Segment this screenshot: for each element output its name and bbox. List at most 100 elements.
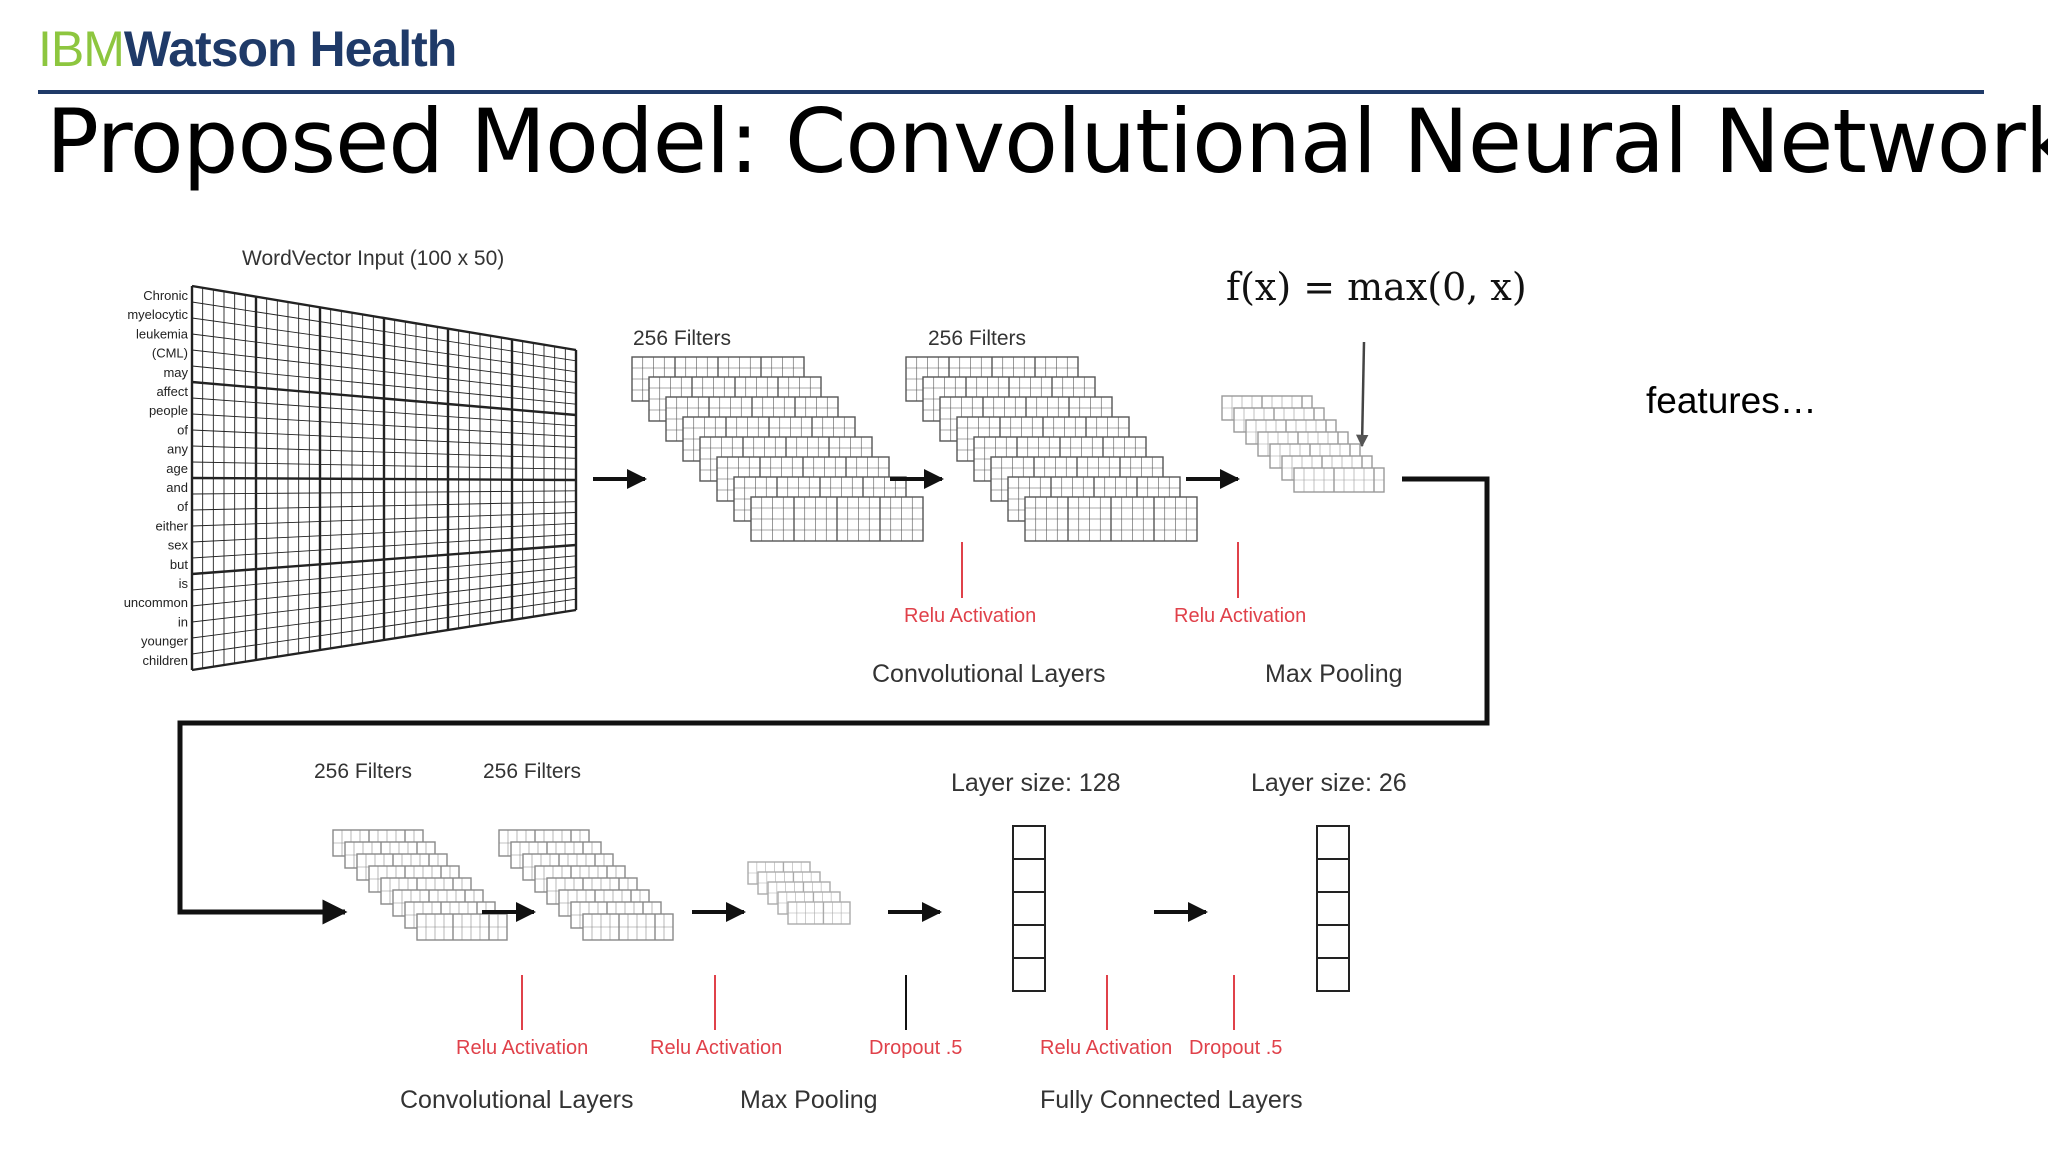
input-word-label: uncommon <box>124 595 188 610</box>
input-word-label: sex <box>168 538 189 553</box>
input-word-label: Chronic <box>143 288 188 303</box>
relu-label-row2-c: Relu Activation <box>1040 1037 1172 1059</box>
conv-filter-stack-4 <box>498 829 674 941</box>
filter-map <box>787 901 851 925</box>
grid-row-line <box>191 533 577 559</box>
fc-neuron <box>1316 825 1350 860</box>
input-word-label: any <box>167 442 188 457</box>
relu-label-row1-a: Relu Activation <box>904 605 1036 627</box>
fc-neuron <box>1012 891 1046 926</box>
grid-row-line <box>191 608 577 672</box>
formula-pointer-arrow <box>1355 341 1369 448</box>
filter-map <box>582 913 674 941</box>
slide-title: Proposed Model: Convolutional Neural Net… <box>46 90 2048 193</box>
fc-neuron <box>1012 825 1046 860</box>
fully-connected-label: Fully Connected Layers <box>1040 1086 1303 1114</box>
grid-row-line <box>191 587 577 639</box>
input-word-label: of <box>177 422 188 437</box>
fc-layer-128 <box>1012 825 1046 992</box>
grid-row-line <box>191 577 577 623</box>
input-word-label: and <box>166 480 188 495</box>
grid-row-line <box>191 284 577 352</box>
input-label: WordVector Input (100 x 50) <box>242 247 504 270</box>
grid-row-line <box>191 522 577 543</box>
conv-layers-label-row2: Convolutional Layers <box>400 1086 633 1114</box>
filter-map <box>416 913 508 941</box>
grid-row-line <box>191 490 577 495</box>
relu-formula: f(x) = max(0, x) <box>1226 265 1527 309</box>
grid-row-line <box>191 429 577 448</box>
filters-label-1: 256 Filters <box>633 327 731 350</box>
grid-row-line <box>191 397 577 427</box>
logo-ibm-text: IBM <box>38 21 125 77</box>
input-word-label: of <box>177 499 188 514</box>
grid-row-line <box>191 365 577 405</box>
grid-row-line <box>191 333 577 383</box>
fc-layer-26 <box>1316 825 1350 992</box>
input-word-label: myelocytic <box>127 307 188 322</box>
grid-row-line <box>191 317 577 373</box>
header-rule <box>38 90 1984 94</box>
grid-row-line <box>191 566 577 607</box>
max-pooling-stack-2 <box>747 861 851 925</box>
filters-label-2: 256 Filters <box>928 327 1026 350</box>
grid-row-line <box>191 413 577 438</box>
grid-row-line <box>191 349 577 394</box>
input-word-label: age <box>166 461 188 476</box>
grid-row-line <box>191 598 577 655</box>
filter-map <box>1293 467 1385 493</box>
grid-row-line <box>191 461 577 470</box>
conv-layers-label-row1: Convolutional Layers <box>872 660 1105 688</box>
input-word-label: either <box>155 518 188 533</box>
input-word-label: but <box>170 557 188 572</box>
max-pooling-label-row1: Max Pooling <box>1265 660 1403 688</box>
input-word-label: affect <box>156 384 188 399</box>
input-word-label: children <box>142 653 188 668</box>
grid-row-line <box>191 445 577 459</box>
conv-filter-stack-3 <box>332 829 508 941</box>
conv-filter-stack-2 <box>905 356 1198 542</box>
grid-row-line <box>191 543 577 576</box>
grid-row-line <box>191 301 577 362</box>
side-note: features… <box>1646 380 1817 421</box>
layer-size-label-26: Layer size: 26 <box>1251 769 1407 797</box>
layer-size-label-128: Layer size: 128 <box>951 769 1121 797</box>
input-word-label: in <box>178 614 188 629</box>
max-pooling-stack-1 <box>1221 395 1385 493</box>
relu-label-row2-b: Relu Activation <box>650 1037 782 1059</box>
ibm-watson-health-logo: IBMWatson Health <box>38 20 457 78</box>
input-word-label: may <box>163 365 188 380</box>
filters-label-3: 256 Filters <box>314 760 412 783</box>
conv-filter-stack-1 <box>631 356 924 542</box>
dropout-label-a: Dropout .5 <box>869 1037 962 1059</box>
input-word-labels: Chronic myelocytic leukemia (CML) may affect p… <box>124 288 189 668</box>
fc-neuron <box>1012 957 1046 992</box>
fc-neuron <box>1316 924 1350 959</box>
relu-label-row1-b: Relu Activation <box>1174 605 1306 627</box>
fc-neuron <box>1012 858 1046 893</box>
word-vector-input-grid <box>190 284 578 672</box>
relu-label-row2-a: Relu Activation <box>456 1037 588 1059</box>
input-word-label: people <box>149 403 188 418</box>
filter-map <box>1024 496 1198 542</box>
fc-neuron <box>1012 924 1046 959</box>
fc-neuron <box>1316 891 1350 926</box>
fc-neuron <box>1316 858 1350 893</box>
row-connector-arrow <box>177 476 1490 925</box>
grid-row-line <box>191 380 577 417</box>
input-word-label: (CML) <box>152 346 188 361</box>
dropout-label-b: Dropout .5 <box>1189 1037 1282 1059</box>
fc-neuron <box>1316 957 1350 992</box>
grid-row-line <box>191 501 577 511</box>
logo-watson-health-text: Watson Health <box>123 21 457 77</box>
max-pooling-label-row2: Max Pooling <box>740 1086 878 1114</box>
grid-row-line <box>191 555 577 591</box>
grid-row-line <box>191 512 577 527</box>
input-word-label: younger <box>141 634 189 649</box>
input-word-label: leukemia <box>136 326 189 341</box>
filters-label-4: 256 Filters <box>483 760 581 783</box>
input-word-label: is <box>179 576 189 591</box>
grid-row-line <box>191 476 577 482</box>
filter-map <box>750 496 924 542</box>
